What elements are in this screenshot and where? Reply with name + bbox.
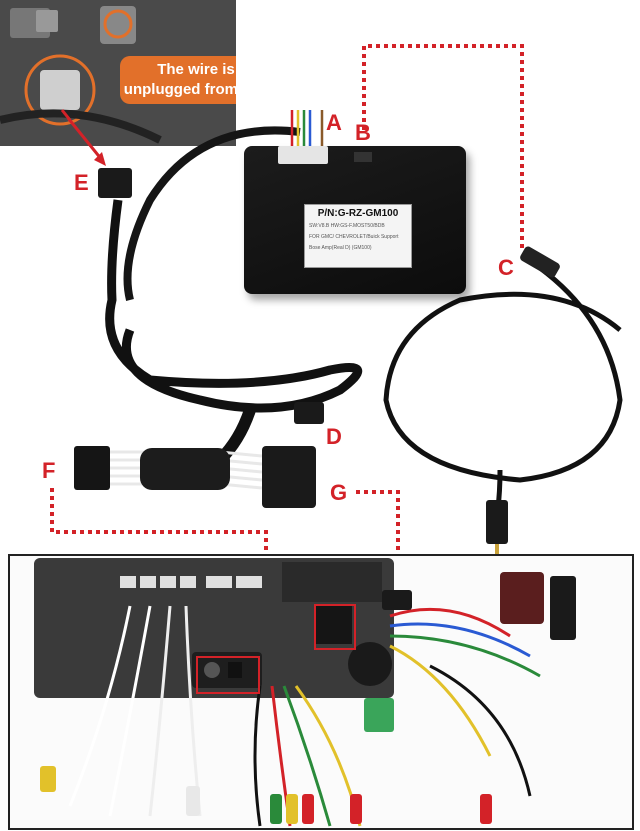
head-unit-illustration	[34, 558, 576, 827]
callout-line-2: unplugged from"①"	[120, 80, 236, 100]
connector-harness-right	[262, 446, 316, 508]
connector-c	[520, 246, 560, 278]
label-e: E	[74, 170, 89, 195]
unplugged-callout: The wire is unplugged from"①"	[120, 56, 236, 104]
arrow-to-e	[66, 117, 104, 161]
dotted-line-b-c	[362, 44, 524, 250]
label-g: G	[330, 480, 348, 505]
module-part-number: P/N:G-RZ-GM100	[317, 208, 399, 219]
highlight-port-f	[314, 604, 356, 650]
inset-photo: The wire is unplugged from"①"	[0, 0, 236, 146]
connector-harness-left	[74, 446, 110, 490]
label-f: F	[42, 458, 56, 483]
module-port-b	[354, 152, 372, 162]
callout-line-1: The wire is	[157, 61, 235, 78]
label-b: B	[355, 120, 371, 145]
callout-line-2-prefix: unplugged from"	[123, 81, 236, 98]
decoder-module: P/N:G-RZ-GM100 SW:V8.B HW:GS-F.MOST50/BD…	[244, 146, 466, 294]
label-a: A	[326, 110, 342, 135]
connector-e	[98, 168, 132, 198]
connector-d	[294, 402, 324, 424]
highlight-optical-port	[196, 656, 260, 694]
label-d: D	[326, 424, 342, 449]
module-connector-a	[278, 146, 328, 164]
module-label-line-1: SW:V8.B HW:GS-F.MOST50/BDB	[309, 223, 385, 229]
head-unit-photo	[8, 554, 634, 830]
optical-cable	[383, 265, 623, 483]
arrow-head-e	[94, 152, 106, 166]
module-label: P/N:G-RZ-GM100 SW:V8.B HW:GS-F.MOST50/BD…	[304, 204, 412, 268]
label-c: C	[498, 255, 514, 280]
dotted-line-g	[356, 490, 400, 580]
module-label-line-3: Bose Amp(Real D) (GM100)	[309, 245, 372, 251]
module-label-line-2: FOR GMC/ CHEVROLET/Buick Support	[309, 234, 399, 240]
